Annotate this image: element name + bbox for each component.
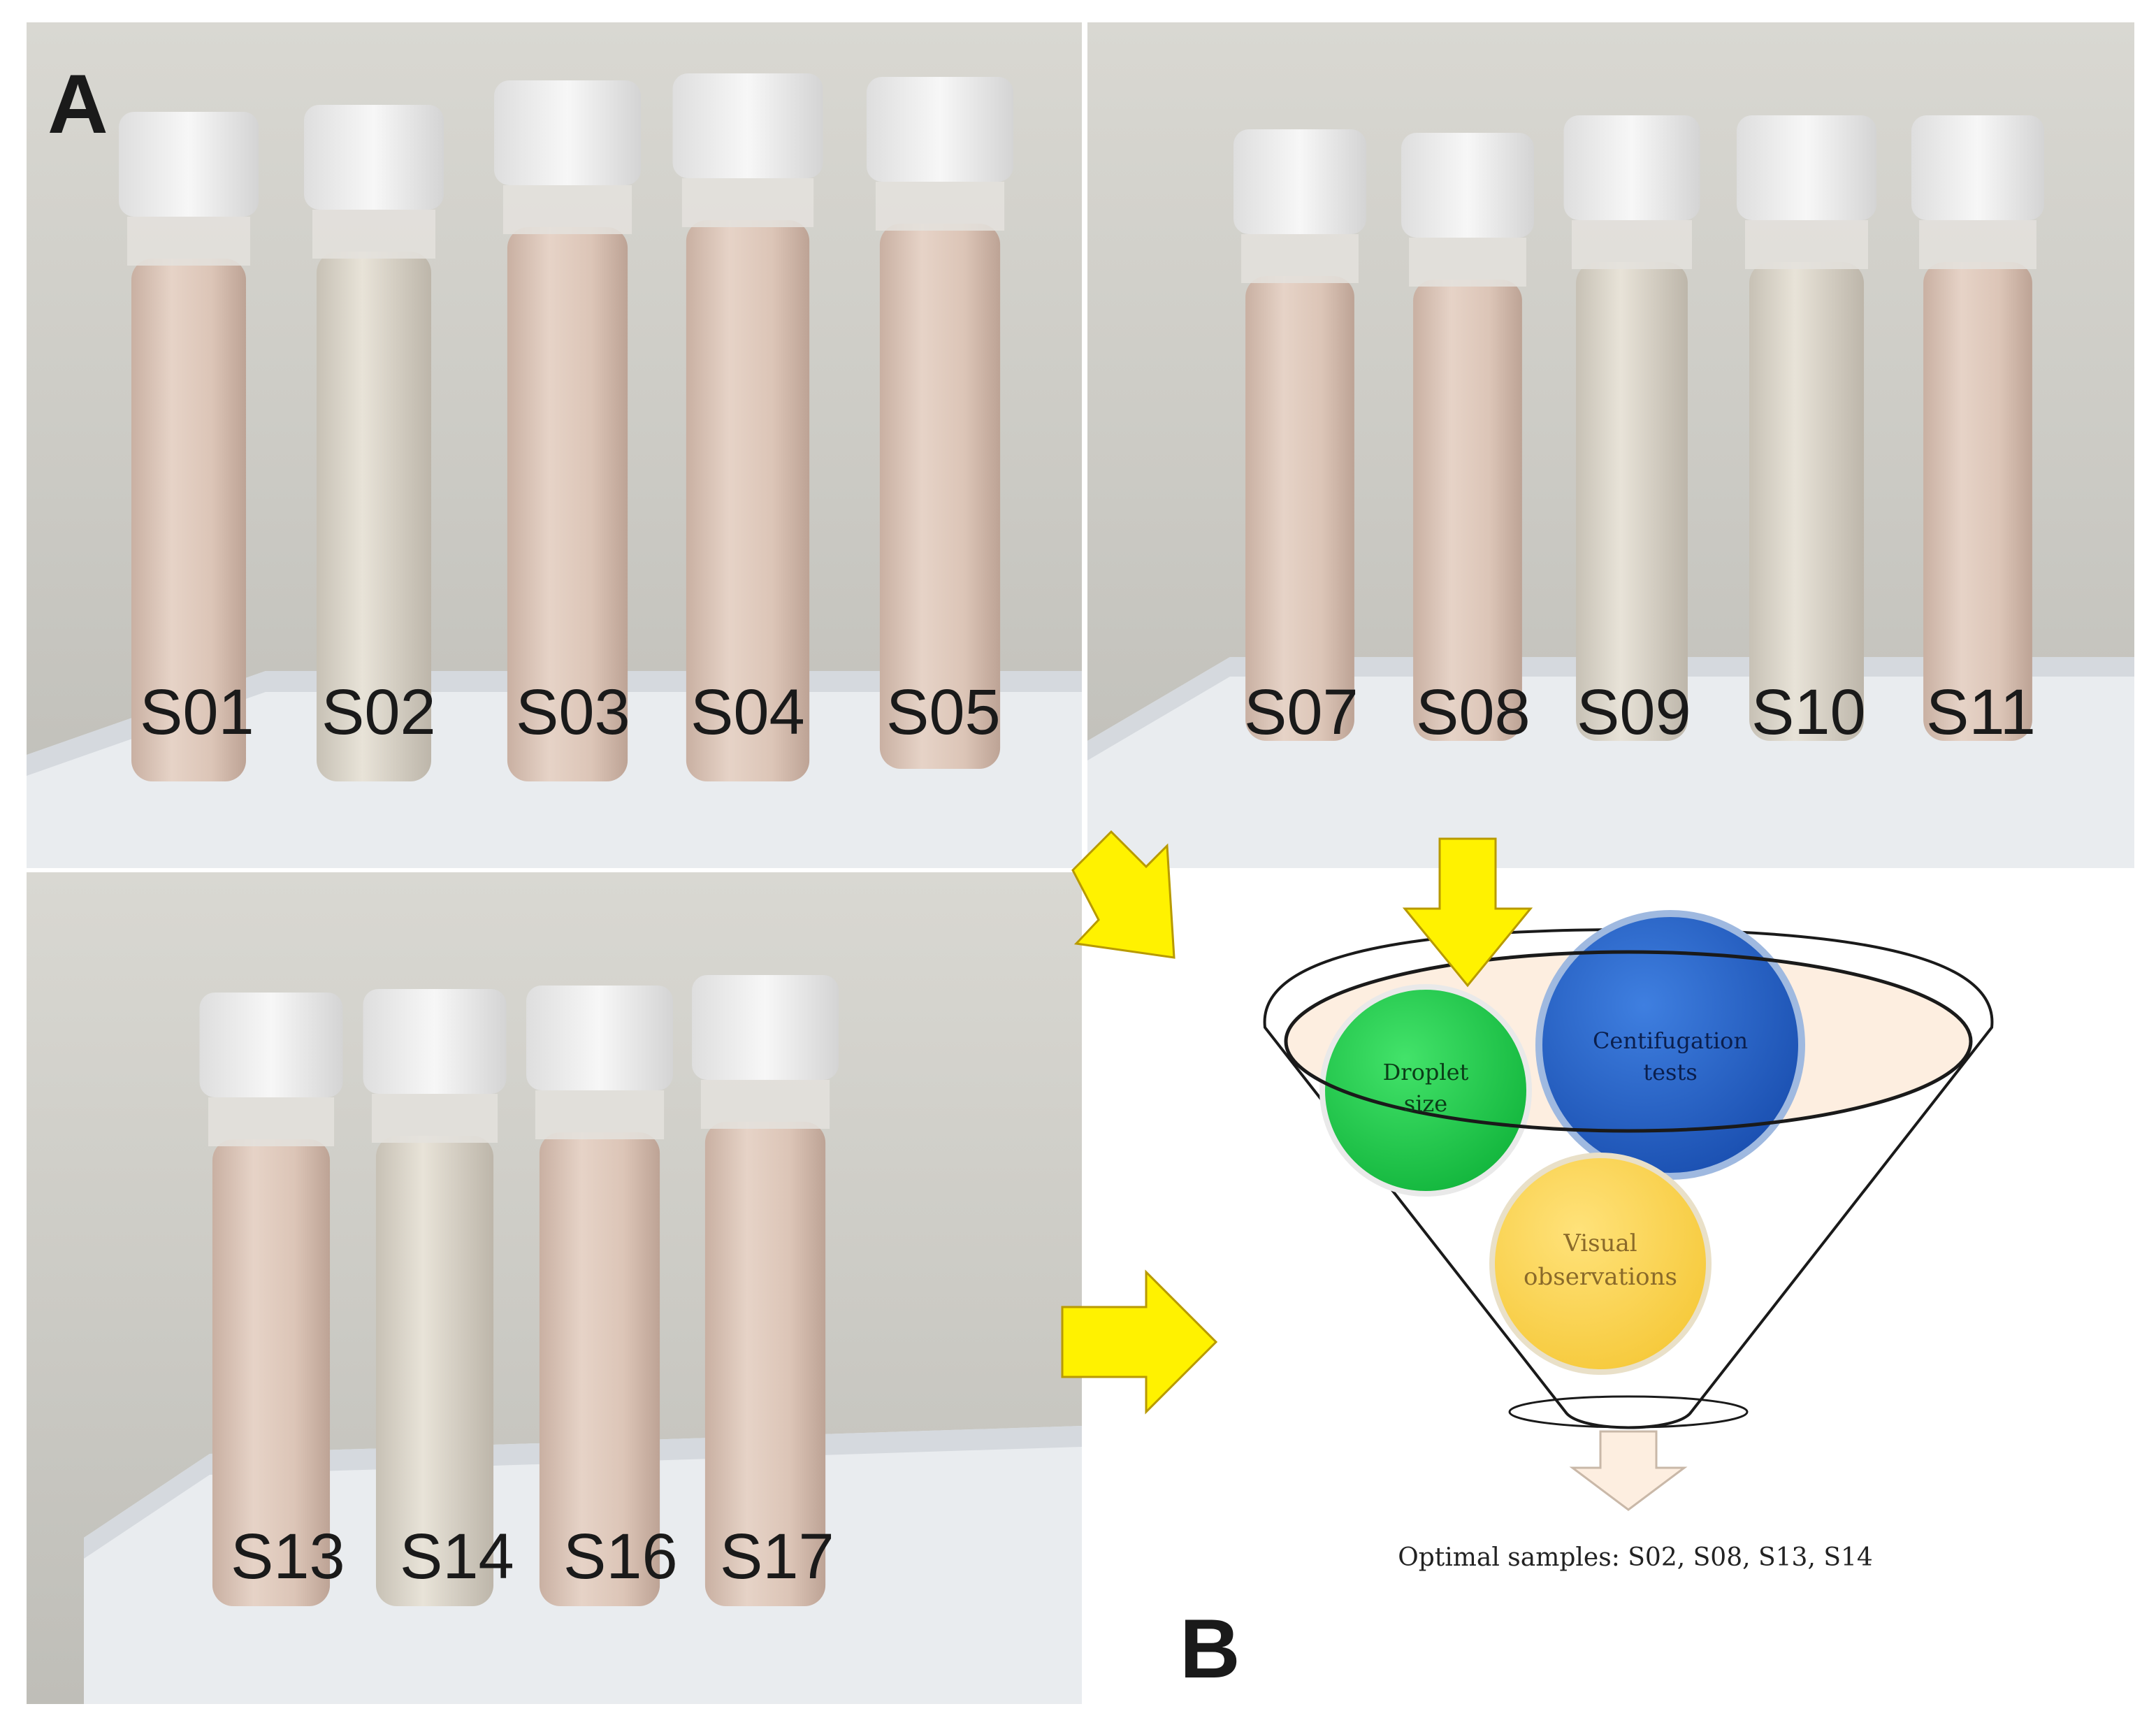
centrifugation-label-line2: tests (1643, 1059, 1698, 1085)
centrifugation-label-line1: Centifugation (1593, 1027, 1748, 1054)
tube-liquid (317, 252, 431, 781)
tube-label: S01 (140, 677, 254, 748)
output-arrow (1569, 1430, 1688, 1511)
visual-label-line2: observations (1524, 1263, 1677, 1291)
tube-neck (371, 1094, 498, 1143)
visual-label-line1: Visual (1563, 1229, 1637, 1257)
sample-tube (867, 77, 1013, 769)
tube-label: S10 (1751, 677, 1866, 748)
optimal-samples-text: Optimal samples: S02, S08, S13, S14 (1398, 1543, 1873, 1572)
tube-cap (494, 80, 641, 185)
tube-liquid (212, 1139, 331, 1606)
tube-neck (681, 178, 814, 227)
tube-neck (535, 1090, 665, 1139)
tube-neck (127, 217, 250, 266)
panel-letter-b: B (1180, 1602, 1240, 1696)
tube-neck (1409, 238, 1526, 287)
arrow-right-icon (1061, 1269, 1218, 1415)
tube-neck (208, 1097, 335, 1146)
tube-label: S05 (886, 677, 1001, 748)
tube-neck (1572, 220, 1692, 269)
tube-cap (1737, 115, 1876, 220)
droplet-label-line2: size (1404, 1090, 1447, 1117)
droplet-label-line1: Droplet (1383, 1059, 1469, 1085)
droplet-size-circle (1319, 984, 1532, 1197)
tube-label: S16 (563, 1521, 678, 1592)
sample-tube (1563, 115, 1700, 741)
tube-liquid (879, 224, 1001, 769)
sample-tube (199, 993, 343, 1606)
tube-liquid (686, 220, 810, 781)
tube-neck (875, 182, 1005, 231)
tube-label: S07 (1244, 677, 1359, 748)
sample-tube (526, 986, 673, 1606)
sample-tube (304, 105, 444, 781)
tube-cap (199, 993, 343, 1097)
tube-label: S13 (231, 1521, 345, 1592)
sample-tube (672, 73, 823, 781)
tube-cap (672, 73, 823, 178)
sample-tube (1401, 133, 1534, 741)
tube-label: S04 (690, 677, 805, 748)
tube-label: S03 (516, 677, 630, 748)
tube-label: S14 (400, 1521, 514, 1592)
tube-neck (1919, 220, 2036, 269)
tube-neck (700, 1080, 830, 1129)
tube-label: S09 (1577, 677, 1691, 748)
tube-cap (304, 105, 444, 210)
tube-cap (1233, 129, 1366, 234)
yellow-arrows (1061, 830, 1533, 1415)
tube-liquid (1245, 276, 1354, 741)
arrow-down-icon (1402, 837, 1533, 988)
tube-liquid (539, 1132, 660, 1606)
tube-cap (119, 112, 259, 217)
tube-cap (1401, 133, 1534, 238)
tube-neck (312, 210, 435, 259)
centrifugation-circle (1535, 910, 1805, 1180)
sample-tube (1911, 115, 2044, 741)
tube-label: S08 (1416, 677, 1531, 748)
tube-liquid (1576, 262, 1688, 741)
tube-label: S17 (720, 1521, 834, 1592)
tube-cap (692, 975, 839, 1080)
sample-tube (692, 975, 839, 1606)
tube-liquid (375, 1136, 494, 1606)
tube-label: S11 (1926, 677, 2036, 748)
tube-cap (867, 77, 1013, 182)
tube-liquid (1749, 262, 1864, 741)
tube-cap (1911, 115, 2044, 220)
arrow-diagonal-icon (1071, 830, 1175, 959)
tube-liquid (507, 227, 628, 781)
sample-tube (1233, 129, 1366, 741)
tube-liquid (1923, 262, 2032, 741)
tube-liquid (704, 1122, 826, 1606)
panel-letter-a: A (48, 57, 108, 151)
sample-tube (1737, 115, 1876, 741)
sample-tubes (119, 73, 2044, 1606)
sample-tube (494, 80, 641, 781)
sample-tube (363, 989, 507, 1606)
tube-neck (1745, 220, 1868, 269)
visual-observations-circle (1489, 1153, 1712, 1375)
tube-liquid (1413, 280, 1522, 741)
tube-neck (1241, 234, 1359, 283)
sample-tube (119, 112, 259, 781)
tube-labels-bottom-left: S13 S14 S16 S17 (231, 1521, 834, 1592)
funnel-diagram: Droplet size Centifugation tests Visual … (1263, 910, 1994, 1572)
tube-neck (502, 185, 632, 234)
tube-cap (363, 989, 507, 1094)
tube-liquid (131, 259, 246, 781)
tube-cap (526, 986, 673, 1090)
tube-cap (1563, 115, 1700, 220)
tube-labels-top-left: S01 S02 S03 S04 S05 (140, 677, 1001, 748)
tube-labels-top-right: S07 S08 S09 S10 S11 (1244, 677, 2036, 748)
tube-label: S02 (321, 677, 436, 748)
